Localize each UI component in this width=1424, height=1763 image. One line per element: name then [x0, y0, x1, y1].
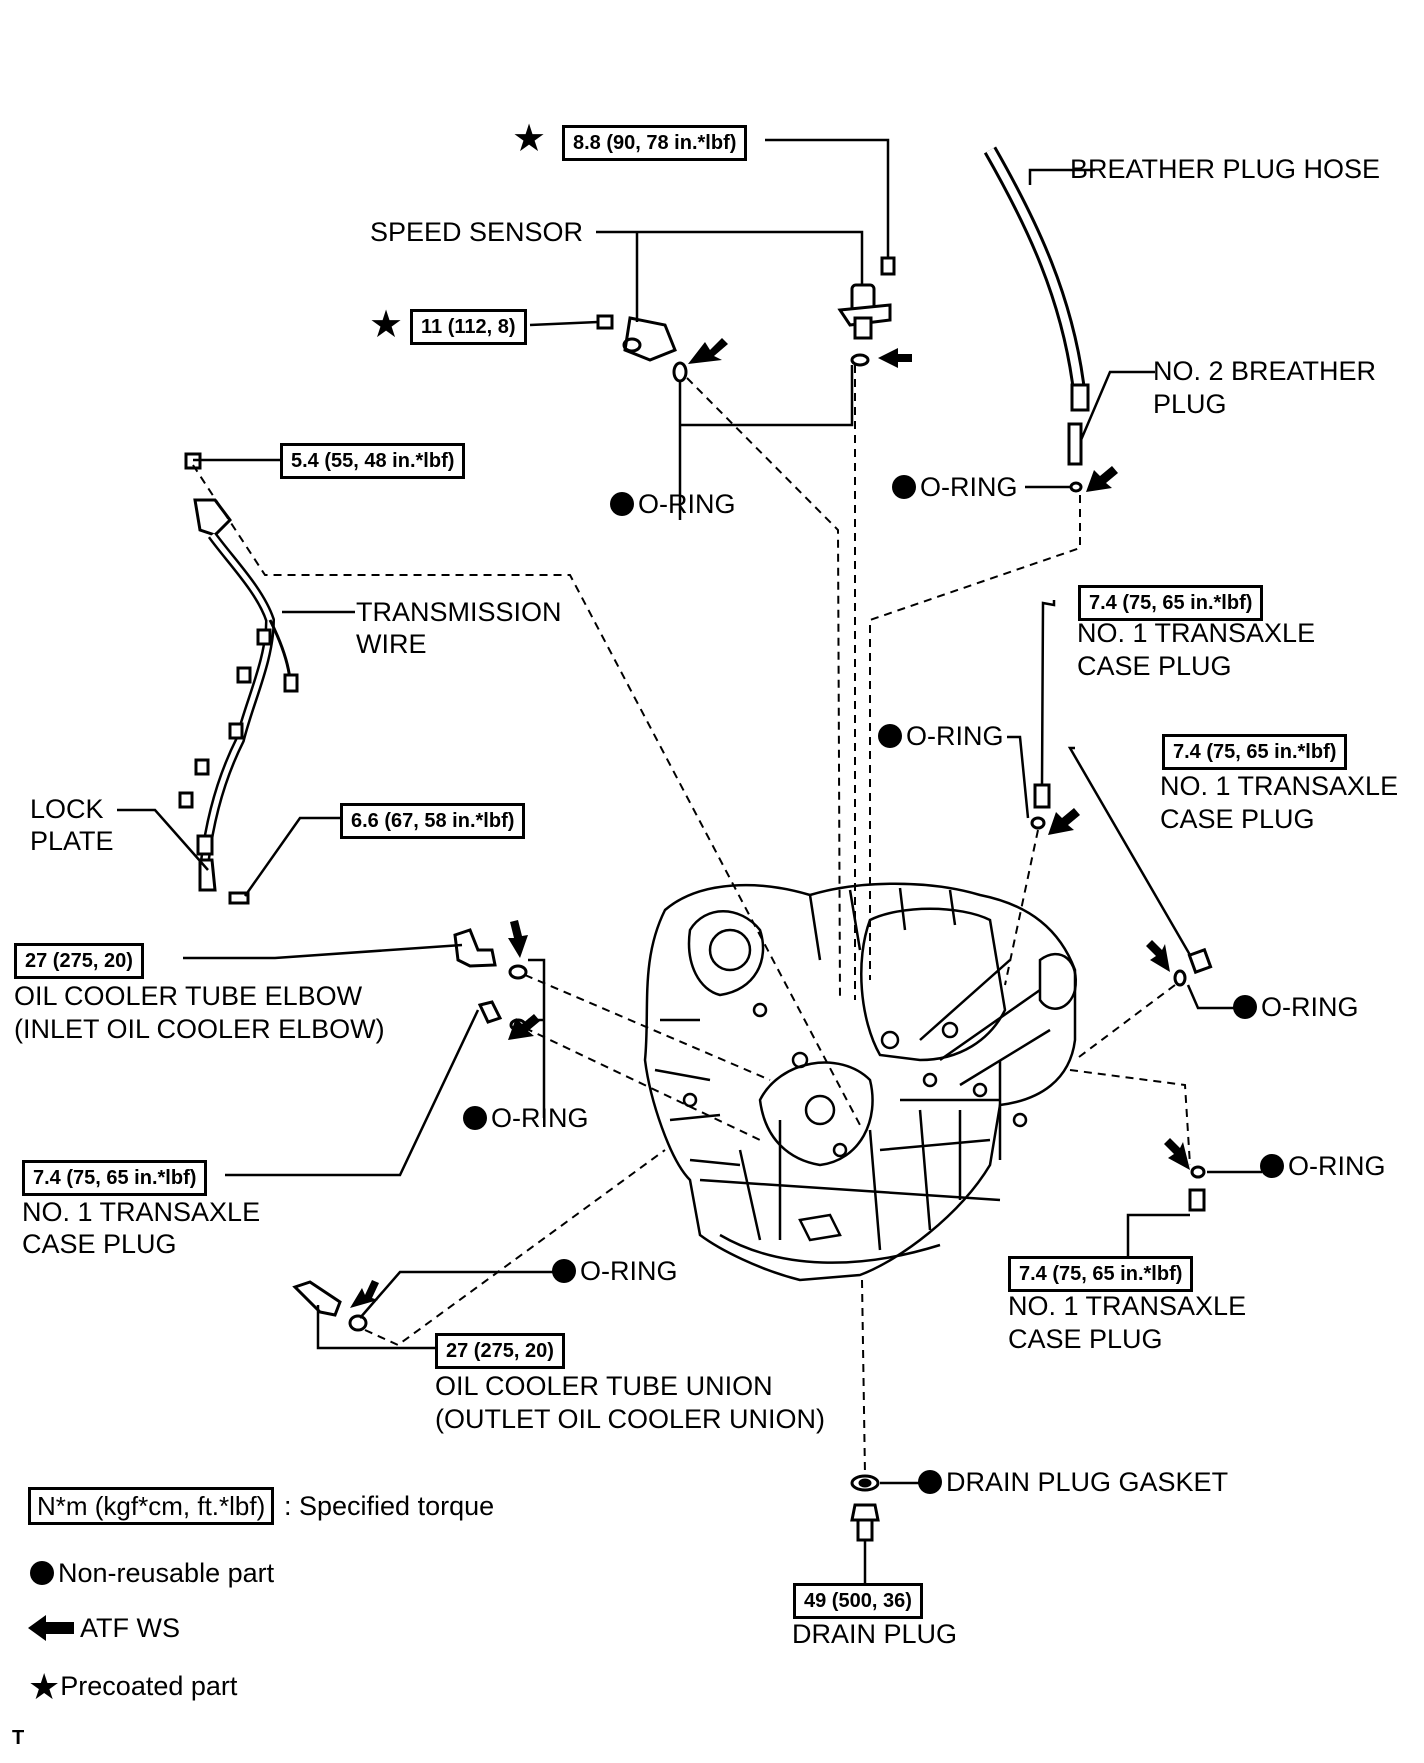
torque-lock-plate-bolt: 6.6 (67, 58 in.*lbf): [340, 803, 526, 839]
label-transmission-wire-1: TRANSMISSION: [356, 597, 562, 627]
torque-drain-plug: 49 (500, 36): [793, 1583, 923, 1619]
torque-speed-sensor-lower: 11 (112, 8): [410, 309, 527, 345]
bolt-upper: [880, 256, 896, 276]
atf-arrow-icon: [28, 1615, 74, 1641]
corner-mark: T: [12, 1727, 25, 1749]
no2-breather-plug: [1067, 422, 1083, 466]
transmission-wire-part: [178, 452, 299, 892]
bolt-left: [596, 314, 614, 330]
legend-atf-ws: ATF WS: [28, 1612, 180, 1645]
label-case-plug-left-1: NO. 1 TRANSAXLE: [22, 1197, 261, 1227]
non-reusable-dot: [1233, 995, 1257, 1019]
label-case-plug-top-1: NO. 1 TRANSAXLE: [1077, 618, 1316, 648]
legend-torque-desc: : Specified torque: [284, 1491, 495, 1521]
label-lock-plate-2: PLATE: [30, 826, 114, 856]
torque-case-plug-left: 7.4 (75, 65 in.*lbf): [22, 1160, 208, 1196]
precoated-star-upper: ★: [512, 118, 547, 160]
torque-wire-bolt: 5.4 (55, 48 in.*lbf): [280, 443, 466, 479]
label-oring-case-plug-right: O-RING: [1233, 991, 1359, 1024]
non-reusable-dot: [30, 1561, 54, 1585]
legend-precoated: ★Precoated part: [28, 1666, 238, 1707]
label-breather-hose: BREATHER PLUG HOSE: [1070, 154, 1381, 184]
label-case-plug-left-2: CASE PLUG: [22, 1229, 177, 1259]
label-elbow-2: (INLET OIL COOLER ELBOW): [14, 1014, 385, 1044]
oil-cooler-elbow: [453, 928, 497, 968]
torque-speed-sensor-upper: 8.8 (90, 78 in.*lbf): [562, 125, 748, 161]
label-union-2: (OUTLET OIL COOLER UNION): [435, 1404, 826, 1434]
legend-non-reusable: Non-reusable part: [30, 1557, 274, 1590]
label-lock-plate-1: LOCK: [30, 794, 104, 824]
label-case-plug-bottom-2: CASE PLUG: [1008, 1324, 1163, 1354]
label-oring-union: O-RING: [552, 1255, 678, 1288]
drain-plug: [850, 1503, 880, 1542]
breather-hose: [983, 146, 1087, 401]
label-no2-breather-2: PLUG: [1153, 389, 1227, 419]
label-case-plug-bottom-1: NO. 1 TRANSAXLE: [1008, 1291, 1247, 1321]
transaxle-case: [643, 882, 1078, 1282]
label-oring-case-plug-bottom: O-RING: [1260, 1150, 1386, 1183]
label-transmission-wire-2: WIRE: [356, 629, 427, 659]
label-oring-case-plug-top: O-RING: [878, 720, 1004, 753]
label-elbow-1: OIL COOLER TUBE ELBOW: [14, 981, 363, 1011]
legend-torque-unit: N*m (kgf*cm, ft.*lbf): [28, 1487, 275, 1525]
label-oring-elbow: O-RING: [463, 1102, 589, 1135]
non-reusable-dot: [1260, 1154, 1284, 1178]
label-case-plug-top-2: CASE PLUG: [1077, 651, 1232, 681]
torque-elbow: 27 (275, 20): [14, 943, 144, 979]
torque-case-plug-top: 7.4 (75, 65 in.*lbf): [1078, 585, 1264, 621]
torque-case-plug-bottom-right: 7.4 (75, 65 in.*lbf): [1008, 1256, 1194, 1292]
non-reusable-dot: [463, 1106, 487, 1130]
star-icon: ★: [28, 1666, 61, 1707]
label-drain-gasket: DRAIN PLUG GASKET: [918, 1466, 1228, 1499]
case-plug-right-bolt: [1187, 947, 1213, 975]
non-reusable-dot: [610, 492, 634, 516]
label-case-plug-right-2: CASE PLUG: [1160, 804, 1315, 834]
lock-plate-bolt: [228, 891, 250, 905]
speed-sensor-left: [622, 316, 677, 362]
label-union-1: OIL COOLER TUBE UNION: [435, 1371, 773, 1401]
label-no2-breather-1: NO. 2 BREATHER: [1153, 356, 1377, 386]
label-oring-speed-sensor: O-RING: [610, 488, 736, 521]
case-plug-left-bolt: [477, 1000, 503, 1024]
precoated-star-lower: ★: [369, 304, 404, 346]
non-reusable-dot: [552, 1259, 576, 1283]
speed-sensor-right: [837, 283, 892, 340]
case-plug-top-bolt: [1033, 783, 1051, 809]
label-oring-breather: O-RING: [892, 471, 1018, 504]
non-reusable-dot: [918, 1470, 942, 1494]
oil-cooler-union: [292, 1280, 342, 1317]
case-plug-bottom-bolt: [1188, 1188, 1206, 1212]
non-reusable-dot: [892, 475, 916, 499]
torque-union: 27 (275, 20): [435, 1333, 565, 1369]
atf-arrows: [350, 338, 1190, 1308]
label-case-plug-right-1: NO. 1 TRANSAXLE: [1160, 771, 1399, 801]
label-drain-plug: DRAIN PLUG: [792, 1619, 958, 1649]
label-speed-sensor: SPEED SENSOR: [370, 217, 584, 247]
torque-case-plug-right: 7.4 (75, 65 in.*lbf): [1162, 734, 1348, 770]
drain-plug-gasket: [850, 1474, 880, 1492]
non-reusable-dot: [878, 724, 902, 748]
